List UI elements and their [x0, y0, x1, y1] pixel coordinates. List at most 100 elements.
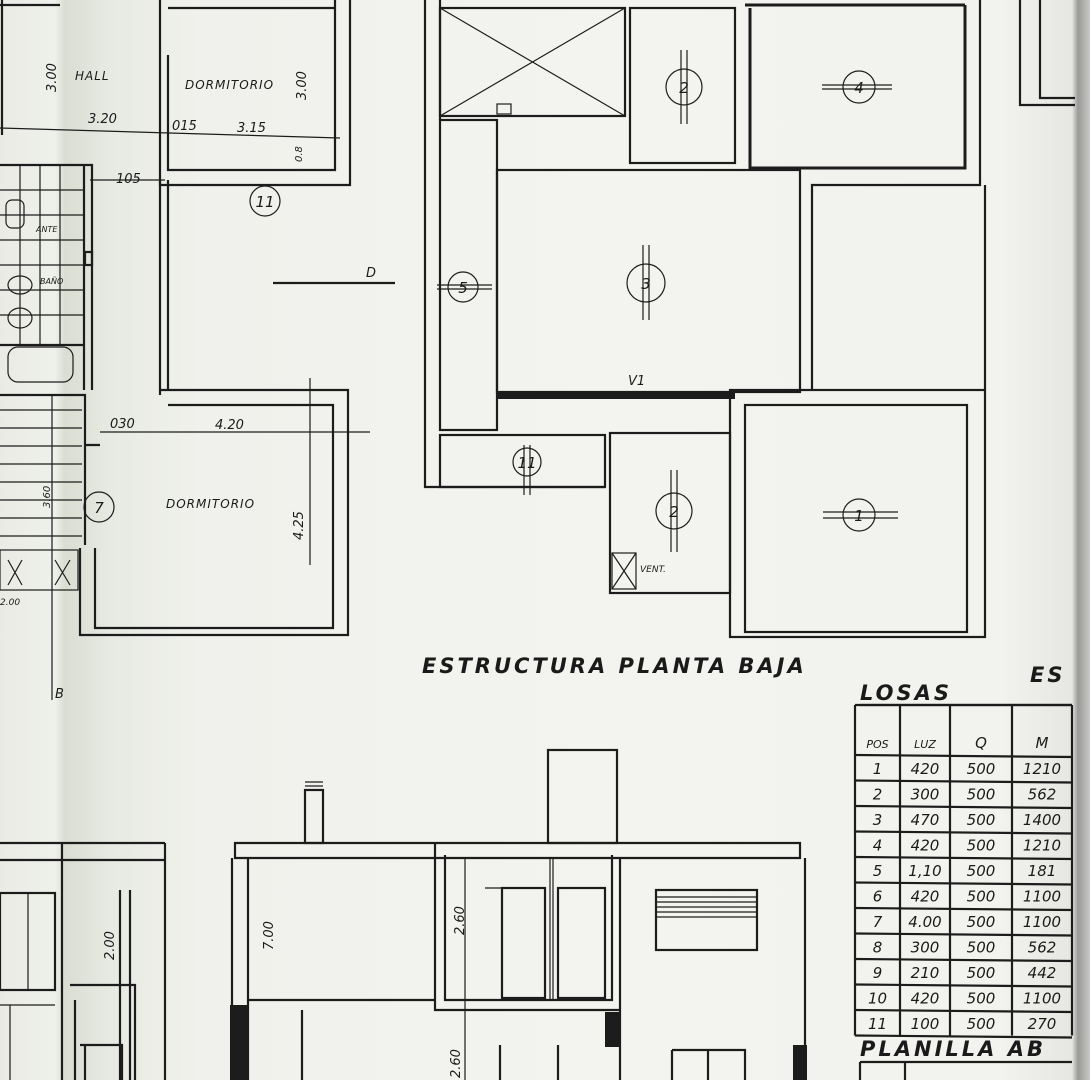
svg-text:11: 11 — [255, 193, 274, 211]
svg-text:7: 7 — [94, 499, 104, 517]
dim-dorm-width: 4.20 — [215, 418, 244, 433]
elevation-drawing: 7.00 2.60 2.00 2.60 — [0, 748, 807, 1080]
losas-table: LOSAS POS LUZ Q M 1 420 500 1210 2 300 500 562 3 470 5… — [853, 681, 1074, 1080]
table-cell: 10 — [868, 990, 887, 1008]
elev-height-bottom: 2.60 — [449, 1049, 464, 1078]
table-cell: 500 — [967, 990, 996, 1008]
dim-width-left: 3.20 — [88, 112, 117, 127]
dim-dorm-height: 3.00 — [295, 71, 310, 100]
table-cell: 5 — [873, 862, 883, 880]
table-cell: 500 — [967, 964, 996, 982]
stairs — [0, 393, 100, 700]
table-cell: 100 — [911, 1015, 940, 1033]
table-cell: 500 — [967, 786, 996, 804]
planilla-title: PLANILLA AB — [860, 1037, 1046, 1061]
table-cell: 8 — [873, 939, 883, 957]
elev-height-far-left: 2.00 — [103, 931, 118, 960]
room-label-ante: ANTE — [35, 225, 58, 234]
losas-title: LOSAS — [860, 681, 952, 705]
table-cell: 442 — [1028, 964, 1057, 982]
dim-dorm-depth: 4.25 — [292, 511, 307, 540]
table-cell: 562 — [1028, 939, 1057, 957]
table-cell: 300 — [911, 786, 940, 804]
table-cell: 500 — [967, 811, 996, 829]
table-cell: 500 — [967, 888, 996, 906]
dim-stair: 3.60 — [42, 486, 53, 508]
slab-marker-7-left: 7 — [83, 491, 115, 523]
table-cell: 1210 — [1023, 837, 1061, 855]
slab-marker-2-bottom: 2 — [655, 470, 693, 552]
structure-plan: V1 VENT. 2 4 3 5 11 2 1 ESTRUCTURA PLANT… — [422, 0, 1075, 687]
table-cell: 6 — [873, 888, 883, 906]
table-cell: 300 — [911, 939, 940, 957]
table-rule — [854, 983, 1073, 988]
section-mark-b: B — [55, 687, 64, 702]
table-cell: 3 — [873, 811, 883, 829]
table-rule — [854, 881, 1073, 886]
table-cell: 1210 — [1023, 760, 1061, 778]
elev-height-left: 7.00 — [262, 921, 277, 950]
table-rule — [854, 957, 1073, 963]
table-cell: 9 — [873, 964, 883, 982]
table-cell: 420 — [911, 837, 940, 855]
table-cell: 1100 — [1023, 913, 1061, 931]
table-rule — [854, 753, 1073, 759]
table-cell: 210 — [911, 964, 940, 982]
section-mark-d: D — [366, 266, 376, 281]
dim-wall-015: 015 — [172, 119, 197, 134]
table-cell: 500 — [967, 862, 996, 880]
dim-wall-105: 105 — [116, 172, 141, 187]
room-label-dormitorio-top: DORMITORIO — [185, 78, 274, 92]
table-rule — [854, 1034, 1073, 1039]
table-cell: 7 — [873, 913, 883, 931]
table-header: M — [1036, 734, 1049, 752]
table-cell: 1100 — [1023, 888, 1061, 906]
table-rule — [854, 779, 1073, 784]
table-cell: 420 — [911, 990, 940, 1008]
table-cell: 270 — [1028, 1015, 1057, 1033]
svg-text:4: 4 — [854, 79, 864, 97]
bathroom-tiles — [0, 163, 94, 390]
table-cell: 1100 — [1023, 990, 1061, 1008]
svg-text:3: 3 — [641, 275, 651, 293]
slab-marker-4: 4 — [822, 70, 892, 104]
table-cell: 500 — [967, 939, 996, 957]
slab-marker-5: 5 — [437, 271, 492, 303]
table-rule — [854, 932, 1073, 937]
table-cell: 1400 — [1023, 811, 1061, 829]
table-header: LUZ — [914, 738, 936, 751]
slab-marker-11-left: 11 — [249, 185, 281, 217]
room-label-hall: HALL — [75, 69, 110, 83]
svg-text:2: 2 — [679, 79, 689, 97]
elev-height-mid: 2.60 — [453, 906, 468, 935]
beam-label-v1: V1 — [628, 374, 645, 389]
room-label-dormitorio-bottom: DORMITORIO — [166, 497, 255, 511]
slab-marker-1: 1 — [823, 498, 898, 532]
table-cell: 2 — [873, 786, 883, 804]
table-header: Q — [975, 734, 987, 752]
room-label-bano: BAÑO — [40, 276, 63, 286]
table-cell: 470 — [911, 811, 940, 829]
slab-marker-11: 11 — [512, 445, 542, 495]
table-header: POS — [866, 738, 888, 751]
dim-width-right: 3.15 — [237, 121, 266, 136]
table-cell: 500 — [967, 760, 996, 778]
table-cell: 181 — [1028, 862, 1057, 880]
dim-small-08: 0.8 — [294, 146, 305, 162]
table-cell: 500 — [967, 1015, 996, 1033]
table-cell: 500 — [967, 913, 996, 931]
table-cell: 4.00 — [908, 913, 941, 931]
table-cell: 1 — [873, 760, 883, 778]
structure-title: ESTRUCTURA PLANTA BAJA — [422, 654, 807, 678]
table-rule — [854, 906, 1073, 912]
svg-text:2: 2 — [669, 503, 679, 521]
table-cell: 500 — [967, 837, 996, 855]
slab-marker-3: 3 — [626, 245, 666, 320]
table-cell: 4 — [873, 837, 883, 855]
svg-text:1: 1 — [854, 507, 864, 525]
table-cell: 420 — [911, 888, 940, 906]
slab-marker-2-top: 2 — [665, 50, 703, 124]
table-rule — [854, 855, 1073, 861]
